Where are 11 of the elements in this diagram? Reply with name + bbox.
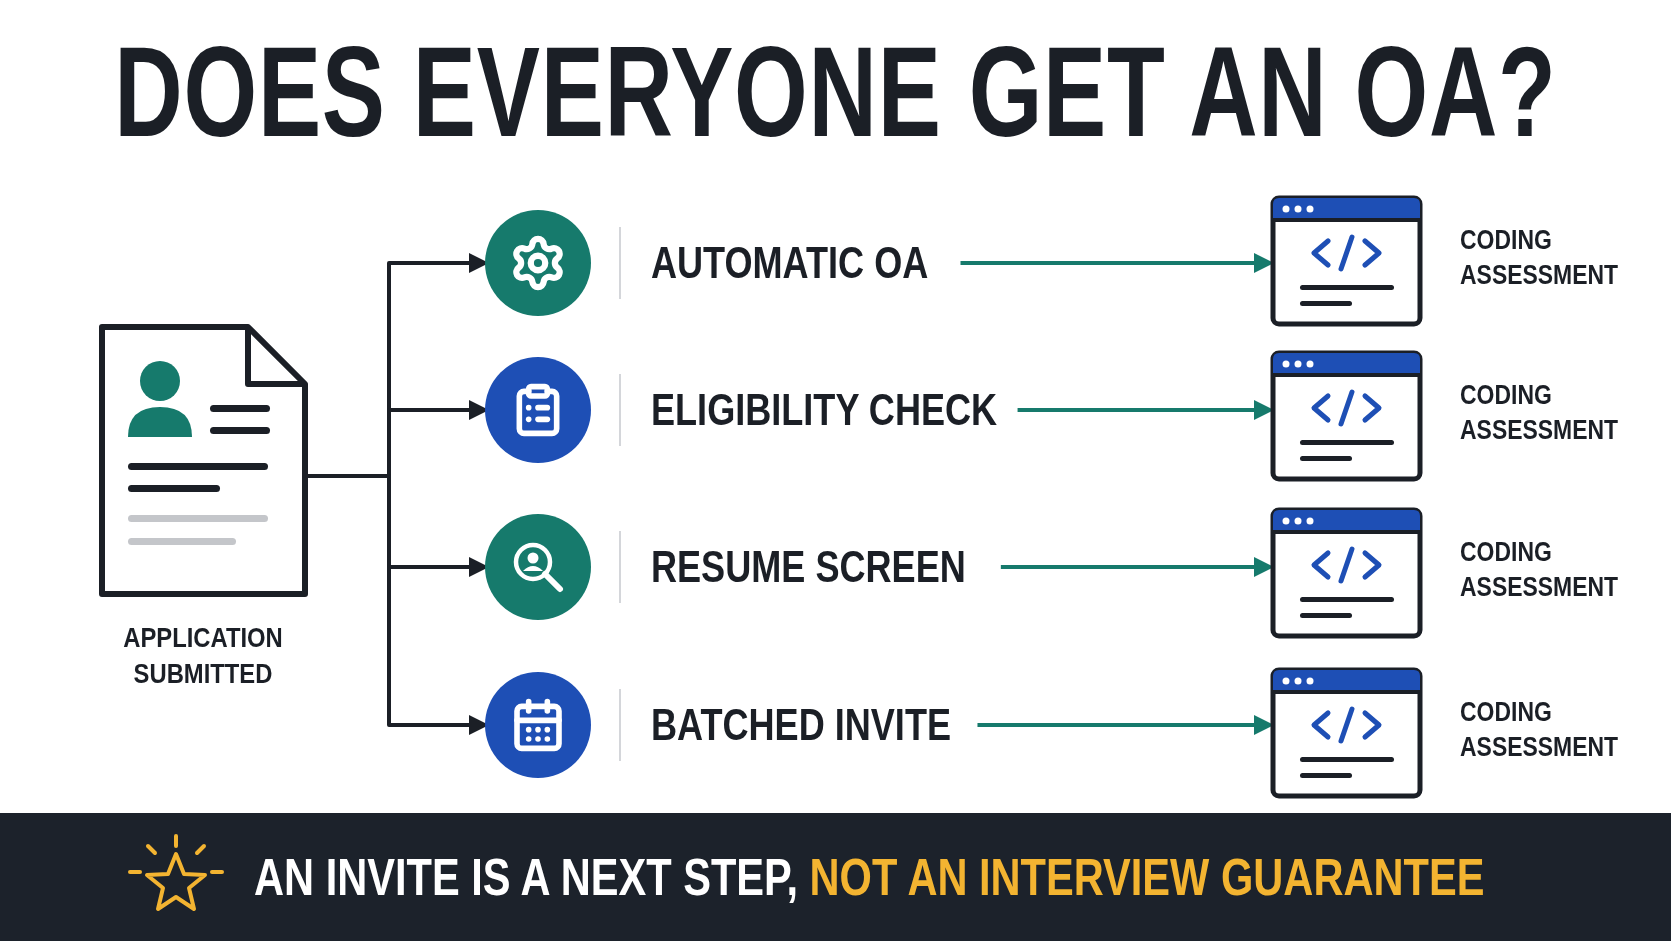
banner-text: AN INVITE IS A NEXT STEP, NOT AN INTERVIEW GUARANTEE — [254, 847, 1485, 907]
step-label: RESUME SCREEN — [651, 542, 966, 592]
step-label: BATCHED INVITE — [651, 700, 951, 750]
step-label: AUTOMATIC OA — [651, 238, 929, 288]
result-label: CODING ASSESSMENT — [1460, 696, 1620, 765]
result-label: CODING ASSESSMENT — [1460, 379, 1620, 448]
result-label: CODING ASSESSMENT — [1460, 536, 1620, 605]
node-label: APPLICATION SUBMITTED — [122, 621, 284, 692]
title: DOES EVERYONE GET AN OA? — [114, 22, 1557, 163]
step-label: ELIGIBILITY CHECK — [651, 385, 998, 435]
result-label: CODING ASSESSMENT — [1460, 224, 1620, 293]
